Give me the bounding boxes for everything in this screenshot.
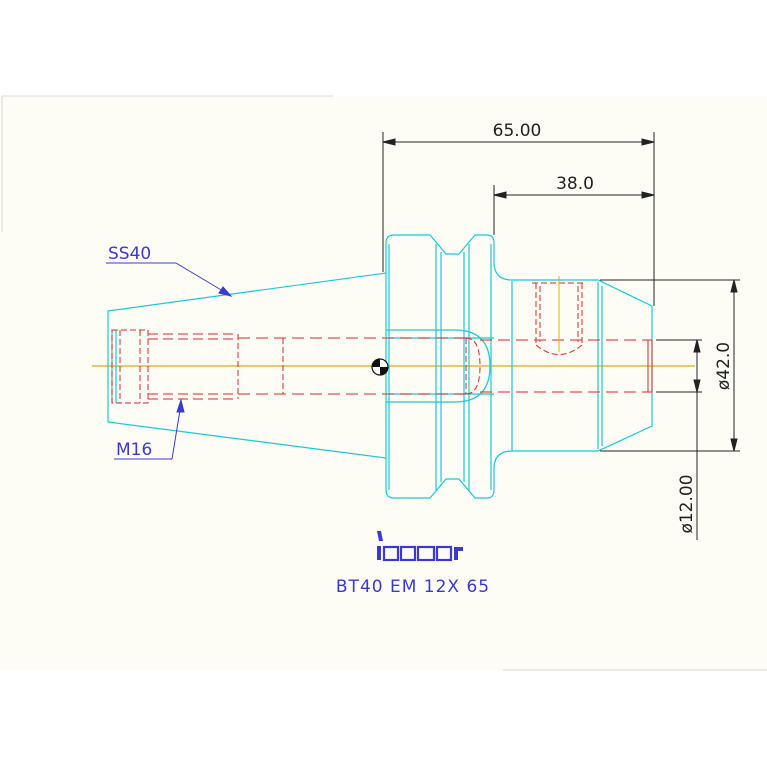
dim-bore-diameter: ø12.00 [677, 474, 697, 533]
annotation-leaders [106, 262, 233, 460]
dimension-lines [382, 132, 740, 540]
label-thread: M16 [116, 440, 152, 460]
iscar-logo [377, 531, 463, 562]
gauge-point-symbol [371, 358, 389, 376]
label-taper: SS40 [108, 244, 151, 264]
hidden-lines [111, 282, 653, 404]
dim-overall-length: 65.00 [493, 121, 542, 141]
dim-outer-diameter: ø42.0 [714, 342, 734, 390]
dim-clamp-length: 38.0 [556, 174, 594, 194]
tool-caption: BT40 EM 12X 65 [336, 577, 490, 597]
